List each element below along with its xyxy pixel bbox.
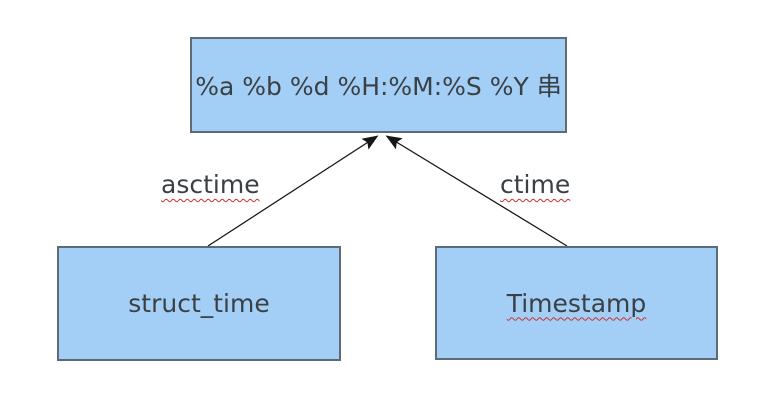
edge-label-text: ctime xyxy=(500,170,571,199)
node-timestamp[interactable]: Timestamp xyxy=(435,246,718,360)
node-label: %a %b %d %H:%M:%S %Y 串 xyxy=(195,72,562,101)
edge-label-text: asctime xyxy=(161,170,260,199)
arrow-asctime[interactable] xyxy=(207,135,379,247)
node-label: Timestamp xyxy=(506,288,647,318)
arrow-ctime[interactable] xyxy=(385,135,568,247)
node-format-string[interactable]: %a %b %d %H:%M:%S %Y 串 xyxy=(190,37,567,133)
edge-label-asctime[interactable]: asctime xyxy=(161,170,260,199)
node-label: struct_time xyxy=(128,289,270,318)
node-struct-time[interactable]: struct_time xyxy=(57,246,341,361)
edge-label-ctime[interactable]: ctime xyxy=(500,170,570,199)
